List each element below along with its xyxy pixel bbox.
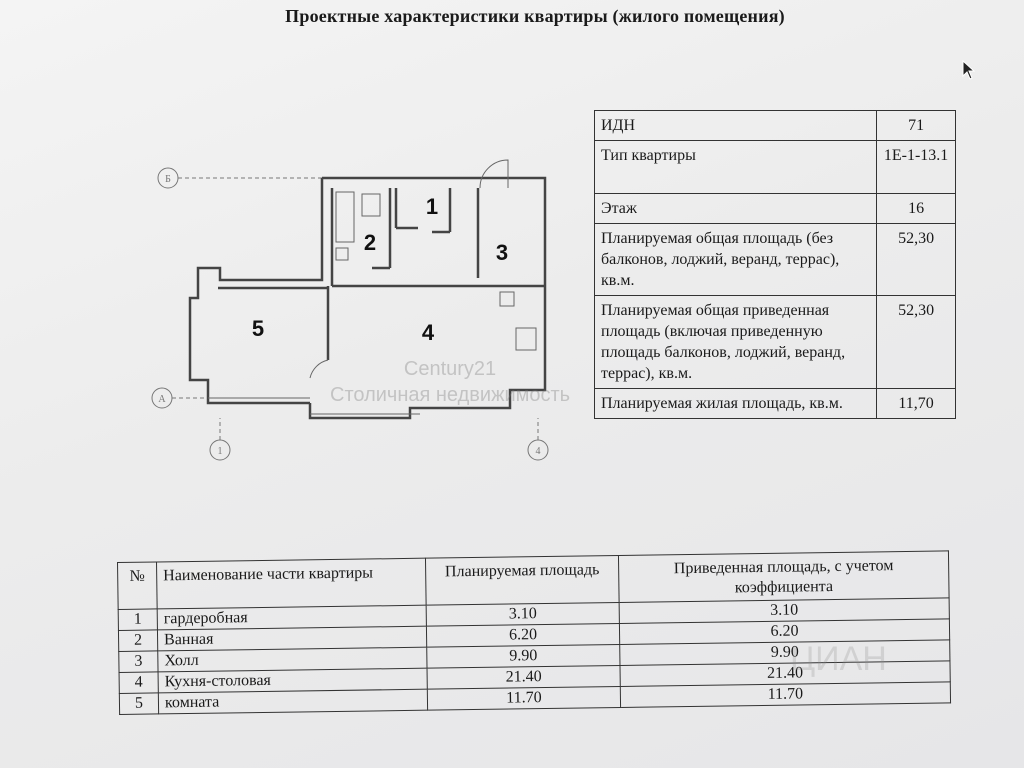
header-reduced: Приведенная площадь, с учетом коэффициен… [618, 550, 950, 603]
row-num: 2 [118, 629, 158, 652]
row-name: комната [158, 689, 428, 714]
row-num: 3 [118, 650, 159, 673]
header-name: Наименование части квартиры [156, 558, 427, 609]
row-num: 1 [118, 608, 158, 631]
mouse-cursor-icon [962, 60, 976, 80]
room-label-1: 1 [426, 194, 438, 219]
summary-value: 16 [876, 193, 956, 224]
axis-label: 4 [536, 446, 541, 457]
watermark-line1: Century21 [403, 358, 497, 380]
axis-label: 1 [218, 446, 223, 457]
summary-label: Планируемая общая приведенная площадь (в… [593, 295, 878, 389]
axis-label: А [158, 394, 166, 405]
summary-row: Тип квартиры 1Е-1-13.1 [593, 140, 956, 194]
row-area: 3.10 [426, 602, 620, 627]
summary-value: 52,30 [876, 295, 956, 389]
summary-label: ИДН [593, 110, 878, 141]
room-label-4: 4 [422, 320, 435, 345]
summary-value: 11,70 [876, 388, 956, 419]
summary-label: Этаж [593, 193, 878, 224]
room-label-5: 5 [252, 316, 264, 341]
header-area: Планируемая площадь [425, 555, 620, 606]
axis-label: Б [165, 174, 171, 185]
summary-label: Тип квартиры [593, 140, 878, 194]
row-area: 11.70 [427, 686, 621, 711]
row-num: 5 [119, 692, 159, 715]
row-area: 21.40 [427, 665, 621, 690]
floor-plan: Б А 1 4 1 2 3 4 5 [151, 159, 549, 461]
row-reduced: 11.70 [620, 681, 951, 708]
summary-table: ИДН 71 Тип квартиры 1Е-1-13.1 Этаж 16 Пл… [593, 110, 956, 419]
document-title: Проектные характеристики квартиры (жилог… [285, 6, 785, 26]
header-num: № [117, 561, 158, 610]
summary-row: Планируемая жилая площадь, кв.м. 11,70 [593, 388, 956, 419]
room-label-2: 2 [364, 230, 376, 255]
summary-row: Планируемая общая площадь (без балконов,… [593, 223, 956, 296]
watermark-century21: Century21 Столичная недвижимость [330, 356, 570, 408]
summary-value: 52,30 [876, 223, 956, 296]
apartment-parts-table: № Наименование части квартиры Планируема… [117, 550, 951, 715]
row-num: 4 [119, 671, 159, 694]
row-area: 6.20 [426, 623, 620, 648]
watermark-line2: Столичная недвижимость [330, 384, 571, 406]
summary-row: Этаж 16 [593, 193, 956, 224]
summary-label: Планируемая жилая площадь, кв.м. [593, 388, 878, 419]
summary-row: Планируемая общая приведенная площадь (в… [593, 295, 956, 389]
summary-value: 71 [876, 110, 956, 141]
summary-value: 1Е-1-13.1 [876, 140, 956, 194]
room-label-3: 3 [496, 240, 508, 265]
watermark-cian: ЦИАН [790, 640, 887, 678]
summary-row: ИДН 71 [593, 110, 956, 141]
summary-label: Планируемая общая площадь (без балконов,… [593, 223, 878, 296]
row-area: 9.90 [426, 644, 620, 669]
